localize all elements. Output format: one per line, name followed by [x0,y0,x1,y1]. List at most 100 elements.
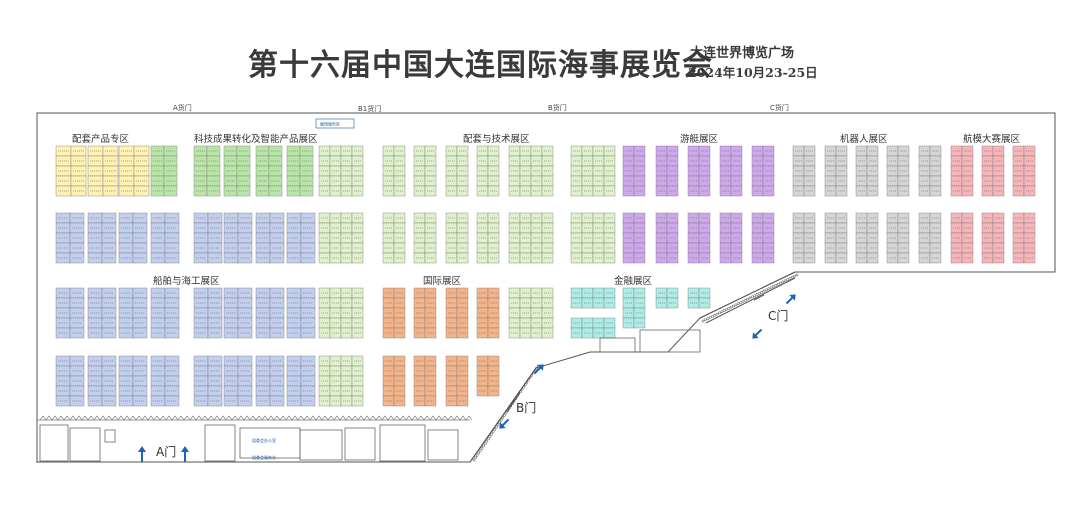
booth[interactable] [633,287,646,299]
booth[interactable] [992,175,1005,187]
booth[interactable] [929,212,942,224]
booth[interactable] [918,222,931,234]
booth[interactable] [803,242,816,254]
booth[interactable] [382,165,395,177]
booth[interactable] [655,232,668,244]
booth[interactable] [487,355,500,367]
booth[interactable] [918,155,931,167]
booth[interactable] [393,232,406,244]
booth[interactable] [351,287,364,299]
booth[interactable] [698,165,711,177]
booth[interactable] [803,232,816,244]
booth[interactable] [866,222,879,234]
booth[interactable] [687,222,700,234]
booth[interactable] [393,355,406,367]
booth[interactable] [1012,252,1025,264]
booth[interactable] [476,355,489,367]
booth[interactable] [992,165,1005,177]
booth[interactable] [340,375,353,387]
booth[interactable] [981,185,994,197]
booth[interactable] [413,317,426,329]
booth[interactable] [950,252,963,264]
booth[interactable] [835,222,848,234]
booth[interactable] [961,242,974,254]
booth[interactable] [508,165,521,177]
booth[interactable] [581,145,594,157]
booth[interactable] [603,222,616,234]
booth[interactable] [508,212,521,224]
booth[interactable] [655,297,668,309]
booth[interactable] [570,252,583,264]
booth[interactable] [570,155,583,167]
booth[interactable] [633,175,646,187]
booth[interactable] [413,375,426,387]
booth[interactable] [751,185,764,197]
booth[interactable] [866,145,879,157]
booth[interactable] [581,212,594,224]
booth[interactable] [340,175,353,187]
booth[interactable] [393,385,406,397]
booth[interactable] [603,145,616,157]
booth[interactable] [570,165,583,177]
booth[interactable] [751,232,764,244]
booth[interactable] [351,145,364,157]
booth[interactable] [102,185,119,197]
booth[interactable] [329,155,342,167]
booth[interactable] [581,155,594,167]
booth[interactable] [329,307,342,319]
booth[interactable] [592,232,605,244]
booth[interactable] [318,145,331,157]
booth[interactable] [730,242,743,254]
booth[interactable] [445,185,458,197]
booth[interactable] [445,145,458,157]
booth[interactable] [382,155,395,167]
booth[interactable] [792,252,805,264]
booth[interactable] [456,317,469,329]
booth[interactable] [751,175,764,187]
booth[interactable] [803,165,816,177]
booth[interactable] [329,145,342,157]
booth[interactable] [570,222,583,234]
booth[interactable] [445,222,458,234]
booth[interactable] [318,317,331,329]
booth[interactable] [519,222,532,234]
booth[interactable] [519,165,532,177]
booth[interactable] [592,175,605,187]
booth[interactable] [476,365,489,377]
booth[interactable] [824,165,837,177]
booth[interactable] [456,212,469,224]
booth[interactable] [318,155,331,167]
booth[interactable] [633,165,646,177]
booth[interactable] [835,145,848,157]
booth[interactable] [329,327,342,339]
booth[interactable] [719,175,732,187]
booth[interactable] [824,212,837,224]
booth[interactable] [476,307,489,319]
booth[interactable] [530,185,543,197]
booth[interactable] [886,212,899,224]
booth[interactable] [592,165,605,177]
booth[interactable] [393,307,406,319]
booth[interactable] [570,175,583,187]
booth[interactable] [918,175,931,187]
booth[interactable] [633,252,646,264]
booth[interactable] [918,212,931,224]
booth[interactable] [698,287,711,299]
booth[interactable] [762,165,775,177]
booth[interactable] [866,232,879,244]
booth[interactable] [393,185,406,197]
booth[interactable] [730,165,743,177]
booth[interactable] [719,252,732,264]
booth[interactable] [476,385,489,397]
booth[interactable] [687,212,700,224]
booth[interactable] [897,252,910,264]
booth[interactable] [981,222,994,234]
booth[interactable] [792,242,805,254]
booth[interactable] [456,287,469,299]
booth[interactable] [1023,165,1036,177]
booth[interactable] [886,222,899,234]
booth[interactable] [929,242,942,254]
booth[interactable] [508,145,521,157]
booth[interactable] [751,155,764,167]
booth[interactable] [918,252,931,264]
